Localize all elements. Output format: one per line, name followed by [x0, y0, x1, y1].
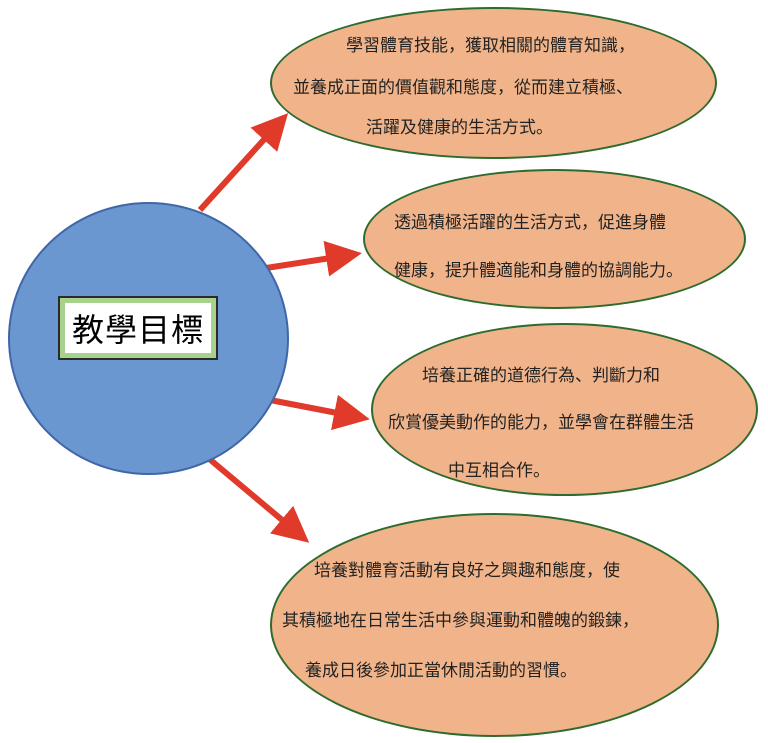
goal-bubble-3	[371, 323, 758, 496]
goal-3-line-1: 培養正確的道德行為、判斷力和	[422, 366, 660, 386]
goal-2-line-1: 透過積極活躍的生活方式，促進身體	[394, 213, 666, 233]
goal-bubble-4	[270, 513, 719, 737]
goal-1-line-2: 並養成正面的價值觀和態度，從而建立積極、	[293, 78, 633, 98]
goal-1-line-1: 學習體育技能，獲取相關的體育知識，	[346, 36, 635, 56]
arrow-to-goal-1	[197, 113, 289, 213]
center-title: 教學目標	[71, 311, 204, 349]
goal-3-line-3: 中互相合作。	[448, 461, 550, 481]
goal-bubble-2	[363, 169, 746, 309]
center-title-box: 教學目標	[58, 296, 218, 360]
goal-bubble-1	[270, 7, 717, 159]
goal-4-line-2: 其積極地在日常生活中參與運動和體魄的鍛鍊，	[282, 611, 639, 631]
goal-4-line-1: 培養對體育活動有良好之興趣和態度，使	[314, 561, 620, 581]
goal-4-line-3: 養成日後參加正當休閒活動的習慣。	[305, 661, 577, 681]
goal-2-line-2: 健康，提升體適能和身體的協調能力。	[394, 261, 683, 281]
arrow-to-goal-2	[265, 240, 362, 277]
arrow-to-goal-3	[269, 394, 370, 431]
goal-1-line-3: 活躍及健康的生活方式。	[366, 118, 553, 138]
goal-3-line-2: 欣賞優美動作的能力，並學會在群體生活	[388, 413, 694, 433]
arrow-to-goal-4	[205, 454, 310, 543]
